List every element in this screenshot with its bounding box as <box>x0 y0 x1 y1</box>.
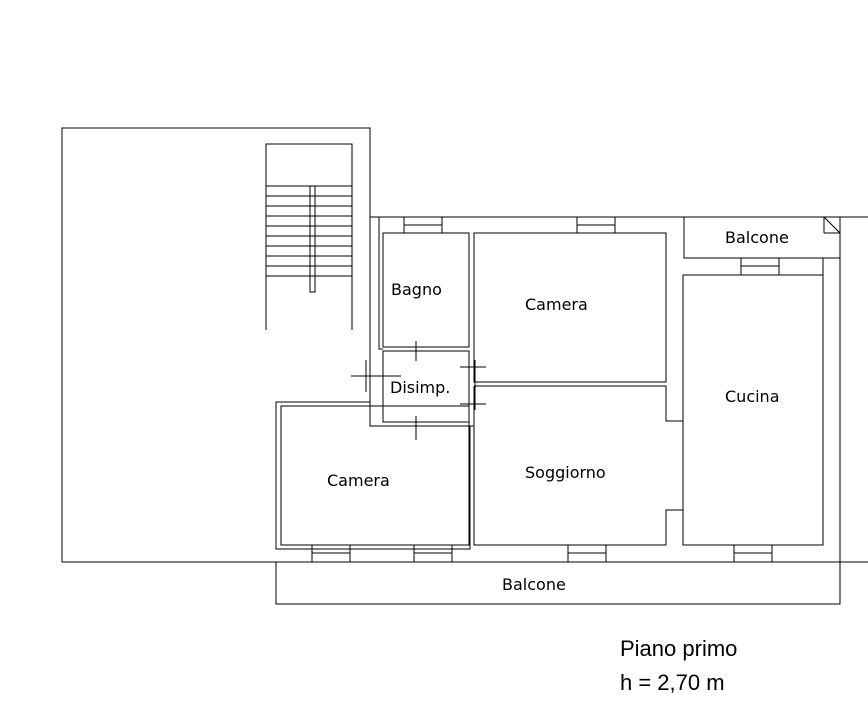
room-label-soggiorno: Soggiorno <box>525 463 606 482</box>
height-caption: h = 2,70 m <box>620 670 725 695</box>
room-label-balcone-bottom: Balcone <box>502 575 566 594</box>
room-label-disimpegno: Disimp. <box>390 378 450 397</box>
room-label-bagno: Bagno <box>391 280 442 299</box>
room-label-balcone-top: Balcone <box>725 228 789 247</box>
room-label-cucina: Cucina <box>725 387 780 406</box>
room-label-camera-bottom: Camera <box>327 471 390 490</box>
door-marks <box>351 341 486 440</box>
outer-walls <box>61 127 868 563</box>
windows <box>311 216 780 563</box>
floor-caption: Piano primo <box>620 636 738 661</box>
interior-walls <box>275 216 841 605</box>
room-label-camera-top: Camera <box>525 295 588 314</box>
staircase <box>265 143 353 330</box>
